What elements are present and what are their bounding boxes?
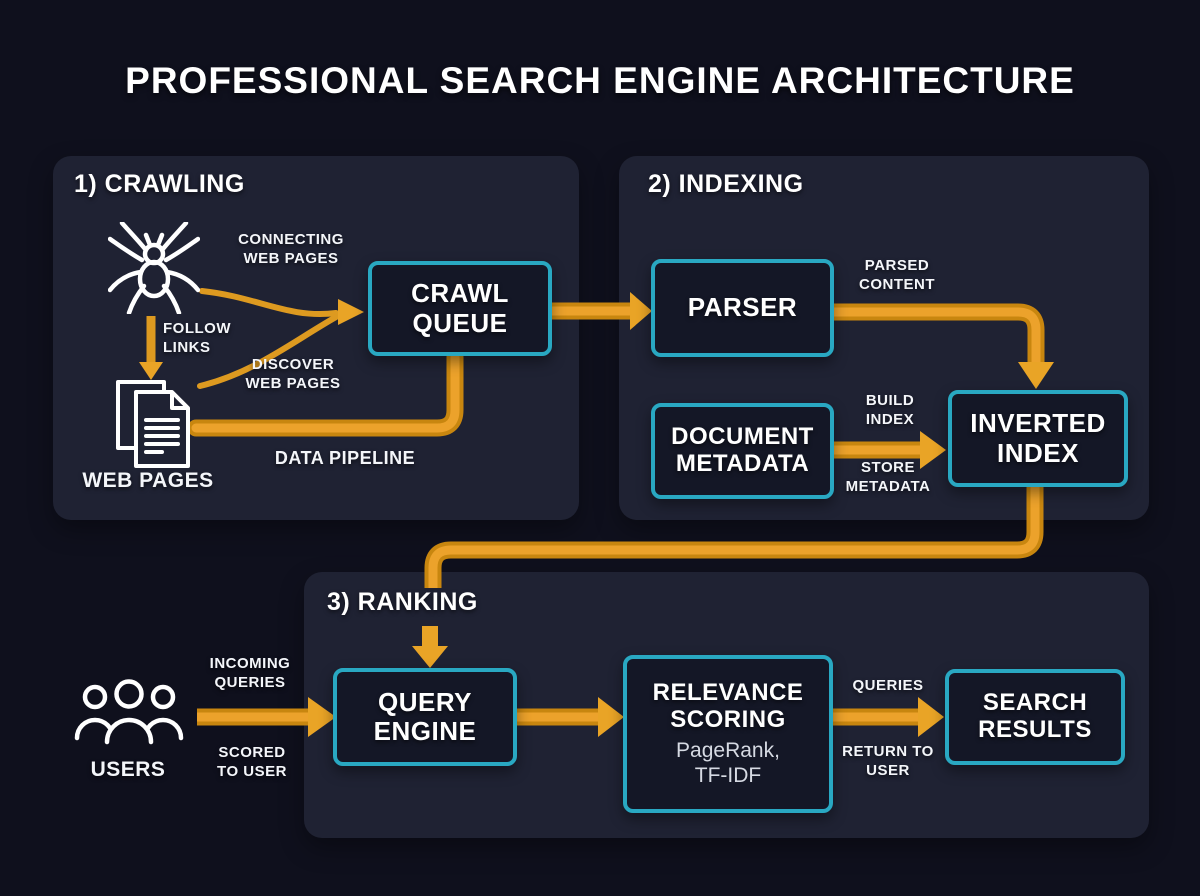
label-return-to-user: RETURN TO USER (842, 743, 934, 779)
heading-indexing: 2) INDEXING (648, 170, 804, 198)
label-users: USERS (90, 758, 166, 781)
page-title: PROFESSIONAL SEARCH ENGINE ARCHITECTURE (125, 60, 1075, 101)
edge-relevance-scoring-to-search-results (830, 697, 944, 737)
node-crawl-queue-label: CRAWL QUEUE (411, 278, 509, 338)
edge-inverted-index-to-query-engine (412, 485, 1044, 668)
node-search-results-label: SEARCH RESULTS (978, 689, 1092, 743)
label-data-pipeline: DATA PIPELINE (274, 448, 416, 468)
edge-query-engine-to-relevance-scoring (514, 697, 624, 737)
node-query-engine: QUERY ENGINE (333, 668, 517, 766)
node-relevance-scoring-label: RELEVANCE SCORING (652, 678, 804, 733)
label-discover-web-pages: DISCOVER WEB PAGES (245, 356, 341, 392)
edge-document-metadata-to-inverted-index (830, 431, 946, 469)
node-document-metadata: DOCUMENT METADATA (651, 403, 834, 499)
label-scored-to-user: SCORED TO USER (217, 744, 287, 780)
heading-crawling: 1) CRAWLING (74, 170, 245, 198)
node-relevance-scoring-sublabel: PageRank, TF-IDF (676, 738, 780, 787)
node-crawl-queue: CRAWL QUEUE (368, 261, 552, 356)
users-icon (74, 679, 184, 745)
label-parsed-content: PARSED CONTENT (859, 257, 935, 293)
node-relevance-scoring: RELEVANCE SCORING PageRank, TF-IDF (623, 655, 833, 813)
label-follow-links: FOLLOW LINKS (163, 320, 231, 356)
node-document-metadata-label: DOCUMENT METADATA (671, 423, 814, 477)
edge-users-to-query-engine (197, 697, 336, 737)
edge-follow-links (139, 316, 163, 380)
label-connecting-web-pages: CONNECTING WEB PAGES (238, 231, 344, 267)
label-incoming-queries: INCOMING QUERIES (209, 655, 291, 691)
label-queries: QUERIES (852, 677, 924, 694)
label-build-index: BUILD INDEX (865, 392, 915, 428)
documents-icon (116, 380, 190, 468)
label-store-metadata: STORE METADATA (845, 459, 931, 495)
node-inverted-index: INVERTED INDEX (948, 390, 1128, 487)
node-query-engine-label: QUERY ENGINE (373, 686, 477, 746)
spider-icon (108, 222, 200, 314)
node-inverted-index-label: INVERTED INDEX (970, 408, 1106, 468)
edge-data-pipeline (187, 348, 464, 437)
edge-crawl-queue-to-parser (548, 292, 652, 330)
heading-ranking: 3) RANKING (327, 588, 478, 616)
node-search-results: SEARCH RESULTS (945, 669, 1125, 765)
edge-parser-to-inverted-index (830, 303, 1054, 389)
label-web-pages: WEB PAGES (82, 469, 214, 492)
node-parser-label: PARSER (687, 292, 798, 323)
node-parser: PARSER (651, 259, 834, 357)
edge-spider-to-crawl-queue (197, 288, 364, 389)
